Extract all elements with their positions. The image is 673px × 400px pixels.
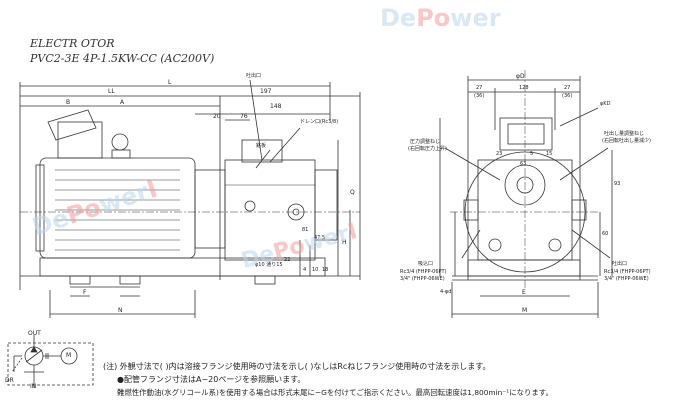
dim-label-47-5: 47.5	[314, 235, 326, 241]
symbol-label-dr: DR	[5, 377, 14, 384]
dim-label-128: 128	[519, 85, 529, 91]
dim-label-18: 18	[322, 267, 329, 273]
symbol-label-out: OUT	[28, 330, 41, 337]
dim-label-36-left: (36)	[474, 93, 485, 99]
label-nameplate: 銘板	[256, 143, 267, 149]
dim-label-22: 22	[284, 257, 291, 263]
dim-label-5: 5	[530, 151, 534, 157]
dim-label-148: 148	[270, 103, 282, 110]
label-suction-rc: Rc3/4 (FHPP-06PT)	[400, 269, 447, 275]
dim-label-76: 76	[240, 113, 248, 120]
note-line-3: 難燃性作動油(水グリコール系)を使用する場合は形式末尾に−Gを付けてご指示くださ…	[117, 388, 553, 397]
label-discharge-rc: Rc3/4 (FHPP-06PT)	[604, 269, 651, 275]
dim-label-4-phid: 4-φd	[440, 289, 452, 295]
dim-label-4: 4	[303, 267, 307, 273]
dim-label-23: 23	[496, 151, 503, 157]
label-flow-screw-sub: (右回転吐出し量減少)	[602, 138, 651, 144]
dim-label-phiD: φD	[516, 73, 525, 80]
label-discharge-port: 吐出口	[612, 261, 628, 267]
label-discharge-flange: 3/4" (FHPP-06WE)	[604, 276, 649, 282]
label-hole: φ10 通り15	[255, 262, 283, 268]
dim-label-Q: Q	[350, 189, 355, 196]
terminal-box	[57, 121, 103, 159]
dim-label-B: B	[66, 99, 71, 106]
dim-label-M: M	[522, 307, 528, 314]
label-suction-port: 吸込口	[418, 261, 434, 267]
label-drain: ドレン口(Rc3/8)	[300, 119, 339, 125]
dim-label-93: 93	[614, 181, 621, 187]
handwritten-line-2: PVC2-3E 4P-1.5KW-CC (AC200V)	[30, 52, 215, 65]
dim-label-27-right: 27	[564, 85, 571, 91]
note-line-2: ●配管フランジ寸法はA−20ページを参照願います。	[117, 375, 306, 384]
dim-label-27-left: 27	[476, 85, 483, 91]
dim-label-60: 60	[602, 231, 609, 237]
label-pressure-screw-sub: (右回転圧力上昇)	[408, 146, 447, 152]
dim-label-LL: LL	[108, 88, 115, 95]
dim-label-F: F	[83, 289, 87, 296]
motor-symbol	[60, 347, 78, 365]
dim-label-N: N	[118, 307, 123, 314]
label-pressure-screw: 圧力調整ねじ	[410, 139, 441, 145]
dim-label-15: 15	[546, 151, 553, 157]
dim-label-81: 81	[302, 227, 309, 233]
symbol-frame	[7, 342, 94, 386]
dim-label-20: 20	[213, 113, 221, 120]
symbol-label-in: IN	[30, 383, 37, 390]
dim-label-H: H	[342, 239, 347, 246]
dim-label-197: 197	[260, 88, 272, 95]
dim-label-63: 63	[520, 161, 527, 167]
dim-label-L: L	[168, 79, 172, 86]
label-flow-screw: 吐出し量調整ねじ	[604, 131, 645, 137]
dim-label-10: 10	[312, 267, 319, 273]
dim-label-A: A	[120, 99, 125, 106]
label-suction-flange: 3/4" (FHPP-06WE)	[400, 276, 445, 282]
symbol-label-motor: M	[66, 352, 72, 359]
dim-label-E: E	[522, 289, 526, 296]
dim-label-36-right: (36)	[562, 93, 573, 99]
pump-top-flange	[499, 117, 553, 151]
label-outlet-side: 吐出口	[246, 73, 262, 79]
note-line-1: (注) 外観寸法で( )内は溶接フランジ使用時の寸法を示し( )なしはRcねじフ…	[103, 362, 491, 371]
handwritten-line-1: ELECTR OTOR	[30, 37, 115, 50]
dim-label-phiKD: φKD	[600, 101, 611, 107]
watermark-top: DePower	[380, 4, 501, 32]
